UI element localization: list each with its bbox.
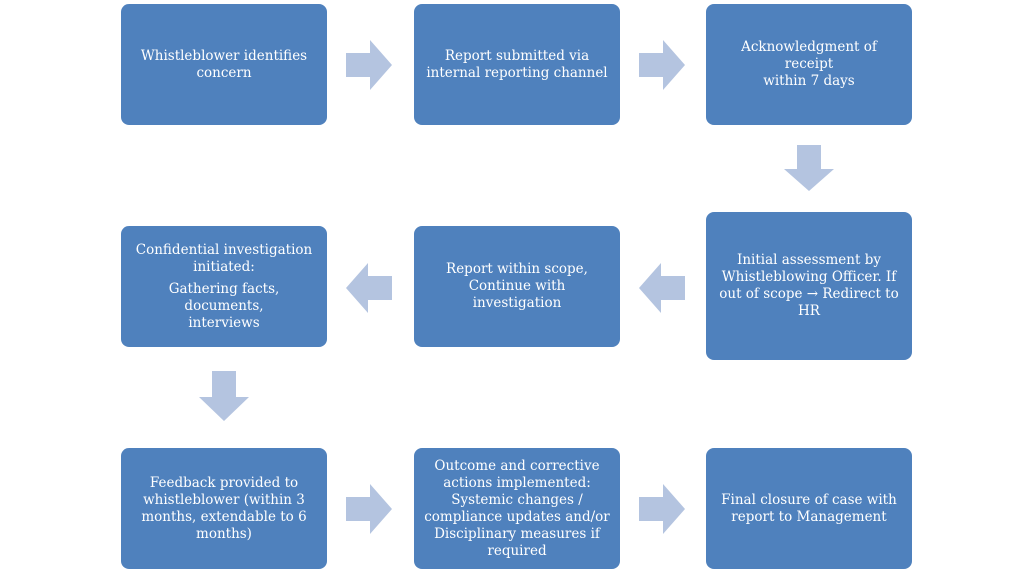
step-identify-concern: Whistleblower identifies concern: [121, 4, 327, 125]
step-text: Feedback provided to: [149, 474, 299, 491]
step-acknowledgment: Acknowledgment of receipt within 7 days: [706, 4, 912, 125]
step-text: compliance updates and/or: [424, 508, 610, 525]
step-text: whistleblower (within 3: [143, 491, 305, 508]
step-text: months, extendable to 6: [141, 508, 307, 525]
arrow-left-icon: [346, 263, 392, 313]
step-text: interviews: [188, 314, 260, 331]
step-text: Report within scope,: [446, 261, 588, 277]
step-text: actions implemented:: [443, 474, 591, 491]
step-final-closure: Final closure of case with report to Man…: [706, 448, 912, 569]
step-initial-assessment: Initial assessment by Whistleblowing Off…: [706, 212, 912, 360]
step-text: Whistleblower identifies: [140, 47, 308, 64]
step-text: report to Management: [731, 508, 887, 525]
step-text: out of scope → Redirect to: [719, 286, 899, 302]
step-text: HR: [798, 303, 820, 319]
arrow-down-icon: [199, 371, 249, 421]
step-text: Systemic changes /: [451, 491, 583, 508]
step-text: Continue with investigation: [468, 278, 566, 311]
arrow-right-icon: [639, 484, 685, 534]
step-text: concern: [196, 64, 252, 81]
step-text: Outcome and corrective: [434, 457, 600, 474]
step-text: Confidential investigation: [135, 241, 313, 258]
arrow-right-icon: [346, 484, 392, 534]
step-outcome-corrective-actions: Outcome and corrective actions implement…: [414, 448, 620, 569]
step-text: Gathering facts, documents,: [168, 280, 280, 314]
step-text: Disciplinary measures if: [434, 525, 600, 542]
arrow-right-icon: [639, 40, 685, 90]
step-text: Initial assessment by: [737, 252, 881, 268]
step-text: Final closure of case with: [721, 491, 897, 508]
step-text: Whistleblowing Officer. If: [721, 269, 897, 285]
arrow-left-icon: [639, 263, 685, 313]
step-within-scope: Report within scope, Continue with inves…: [414, 226, 620, 347]
step-text: Acknowledgment of receipt: [741, 39, 877, 72]
step-text: initiated:: [193, 258, 255, 275]
step-feedback: Feedback provided to whistleblower (with…: [121, 448, 327, 569]
step-text: required: [487, 542, 547, 559]
step-text: months): [196, 525, 252, 542]
step-text: within 7 days: [763, 73, 855, 89]
step-text: Report submitted via: [444, 47, 590, 64]
arrow-down-icon: [784, 145, 834, 191]
arrow-right-icon: [346, 40, 392, 90]
step-report-submitted: Report submitted via internal reporting …: [414, 4, 620, 125]
step-text: internal reporting channel: [426, 64, 608, 81]
step-confidential-investigation: Confidential investigation initiated: Ga…: [121, 226, 327, 347]
